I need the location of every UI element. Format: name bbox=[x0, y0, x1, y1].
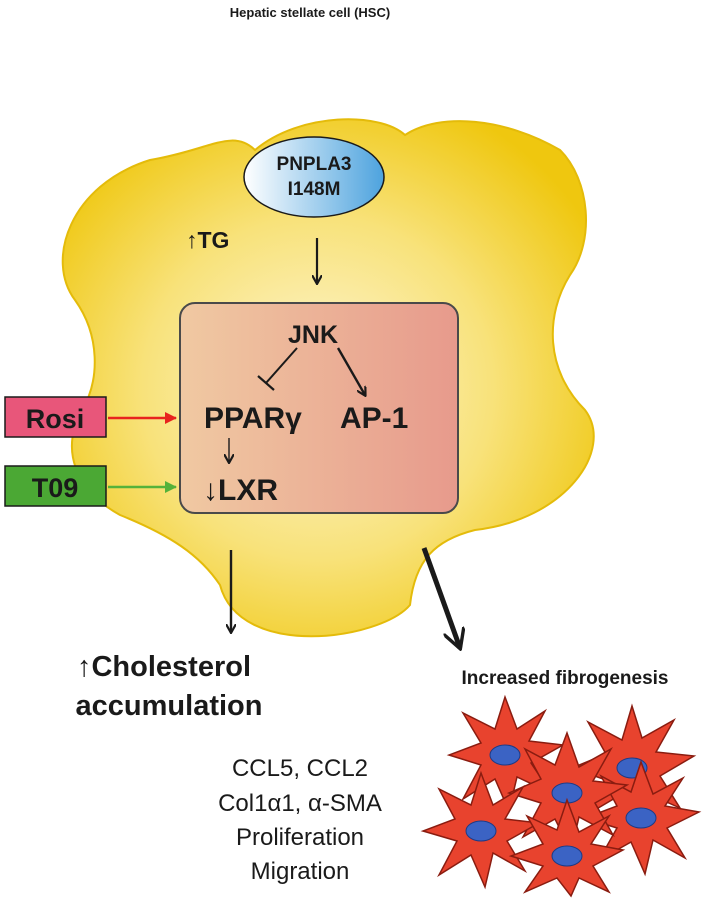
inhibition-jnk-to-ppar bbox=[265, 347, 298, 384]
marker-migration: Migration bbox=[251, 858, 350, 885]
arrow-jnk-to-ap1 bbox=[336, 347, 365, 395]
arrow-to-fibrogenesis bbox=[421, 547, 460, 648]
marker-chemokines: CCL5, CCL2 bbox=[232, 755, 368, 782]
t09-box bbox=[4, 465, 107, 507]
tg-label: ↑TG bbox=[186, 227, 229, 253]
t09-label: T09 bbox=[32, 473, 79, 503]
ppar-label: PPARγ bbox=[204, 402, 302, 435]
fibrogenesis-label: Increased fibrogenesis bbox=[462, 668, 669, 689]
pnpla3-variant-label: I148M bbox=[288, 179, 341, 200]
marker-collagen-sma: Col1α1, α-SMA bbox=[218, 790, 382, 817]
pnpla3-label: PNPLA3 bbox=[277, 154, 352, 175]
accumulation-label: accumulation bbox=[76, 690, 263, 722]
diagram-title: Hepatic stellate cell (HSC) bbox=[230, 5, 390, 20]
ap1-label: AP-1 bbox=[340, 402, 408, 435]
inhibition-bar bbox=[257, 375, 275, 391]
lxr-label: ↓LXR bbox=[203, 474, 278, 507]
signaling-box bbox=[179, 302, 459, 514]
rosi-label: Rosi bbox=[26, 404, 85, 434]
activated-cell bbox=[420, 770, 542, 890]
marker-proliferation: Proliferation bbox=[236, 824, 364, 851]
activated-cell bbox=[508, 797, 626, 898]
activated-cells-cluster bbox=[420, 694, 702, 898]
pnpla3-ellipse bbox=[243, 136, 385, 218]
rosi-box bbox=[4, 396, 107, 438]
jnk-label: JNK bbox=[288, 321, 338, 349]
cholesterol-label: ↑Cholesterol bbox=[77, 651, 251, 683]
